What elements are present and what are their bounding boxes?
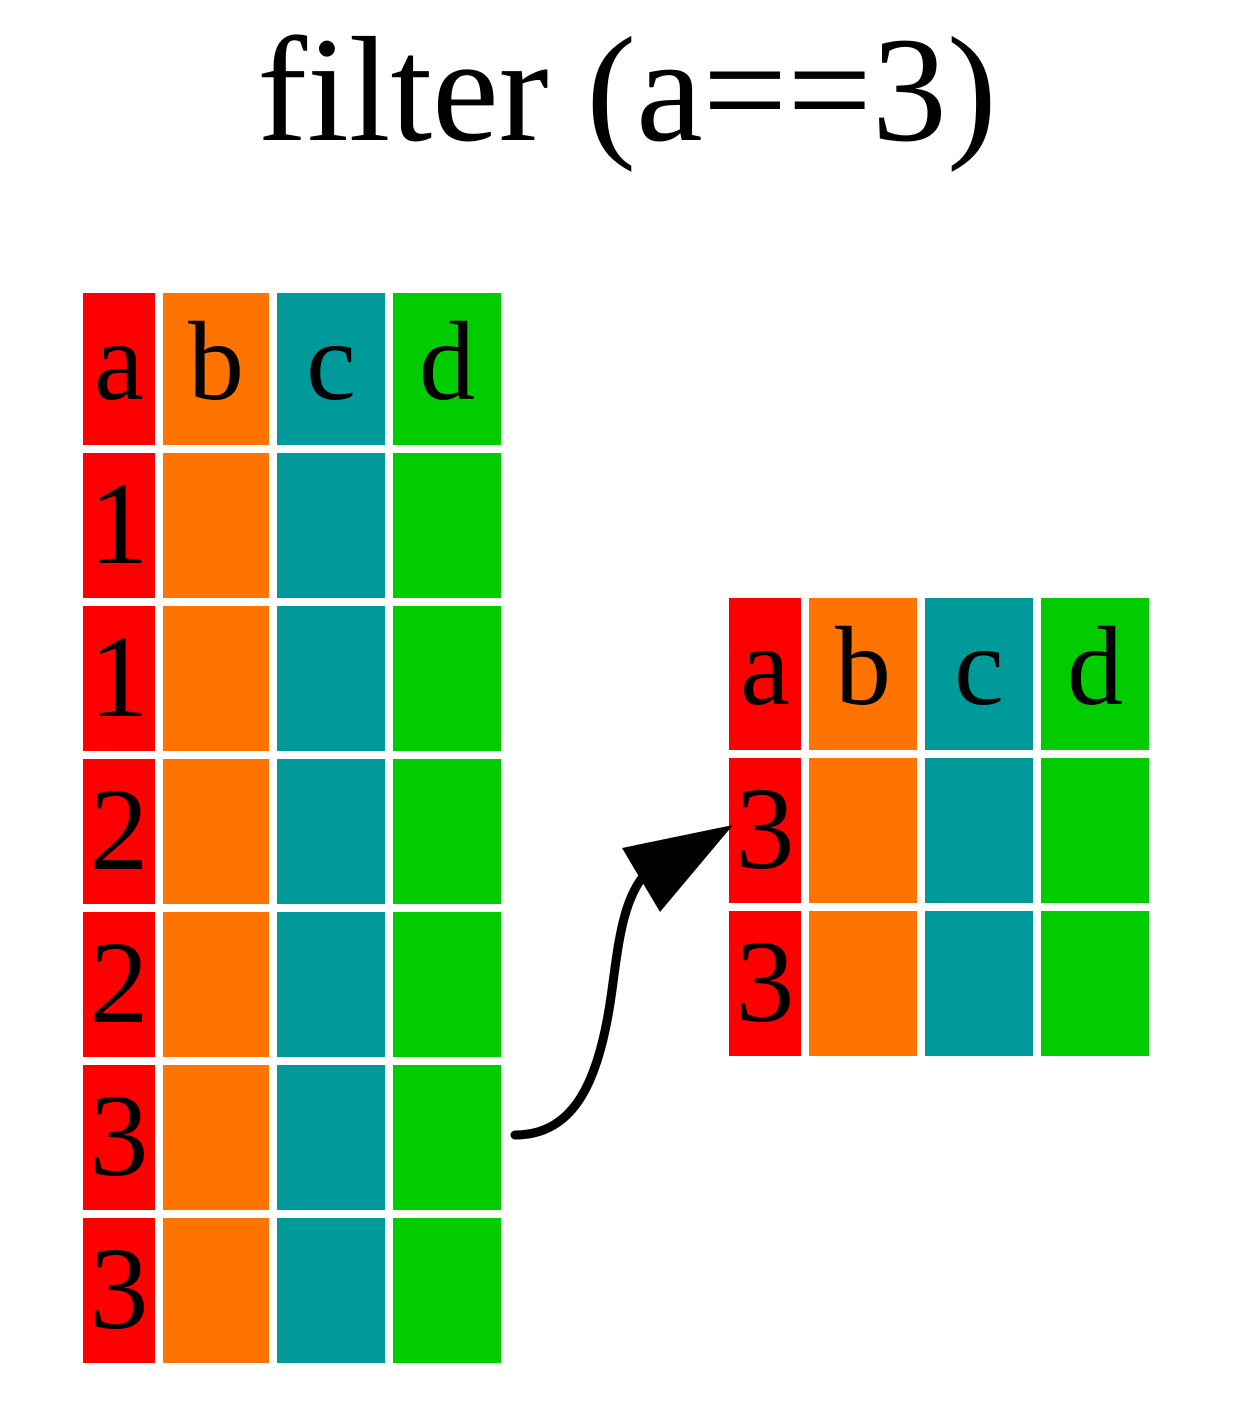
output-row-2-c [925, 911, 1033, 1056]
input-row-1-b [163, 453, 269, 598]
input-row-4-b [163, 912, 269, 1057]
input-row-5-d [393, 1065, 501, 1210]
input-row-5-b [163, 1065, 269, 1210]
input-row-3-b [163, 759, 269, 904]
output-row-1-c [925, 758, 1033, 903]
input-row-2-c [277, 606, 385, 751]
input-row-1-a: 1 [83, 453, 155, 598]
output-header-b: b [809, 598, 917, 750]
input-header-d: d [393, 293, 501, 445]
output-row-2-d [1041, 911, 1149, 1056]
input-row-4-c [277, 912, 385, 1057]
input-header-a: a [83, 293, 155, 445]
output-row-1-a: 3 [729, 758, 801, 903]
arrow-head-icon [622, 825, 733, 912]
output-header-c: c [925, 598, 1033, 750]
input-row-6-c [277, 1218, 385, 1363]
input-row-2-d [393, 606, 501, 751]
input-row-6-b [163, 1218, 269, 1363]
output-row-2-a: 3 [729, 911, 801, 1056]
input-row-4-d [393, 912, 501, 1057]
output-row-1-b [809, 758, 917, 903]
output-row-2-b [809, 911, 917, 1056]
input-header-c: c [277, 293, 385, 445]
input-header-b: b [163, 293, 269, 445]
input-row-5-c [277, 1065, 385, 1210]
input-row-2-b [163, 606, 269, 751]
output-row-1-d [1041, 758, 1149, 903]
diagram-title: filter (a==3) [257, 7, 997, 173]
output-header-a: a [729, 598, 801, 750]
input-row-5-a: 3 [83, 1065, 155, 1210]
arrow-curve [510, 855, 665, 1140]
input-row-1-d [393, 453, 501, 598]
output-table: a b c d 3 3 [729, 598, 1149, 1056]
input-row-3-d [393, 759, 501, 904]
input-row-1-c [277, 453, 385, 598]
input-row-3-a: 2 [83, 759, 155, 904]
input-row-3-c [277, 759, 385, 904]
input-row-6-d [393, 1218, 501, 1363]
output-header-d: d [1041, 598, 1149, 750]
input-row-4-a: 2 [83, 912, 155, 1057]
input-row-6-a: 3 [83, 1218, 155, 1363]
input-row-2-a: 1 [83, 606, 155, 751]
input-table: a b c d 1 1 2 2 3 3 [83, 293, 501, 1363]
